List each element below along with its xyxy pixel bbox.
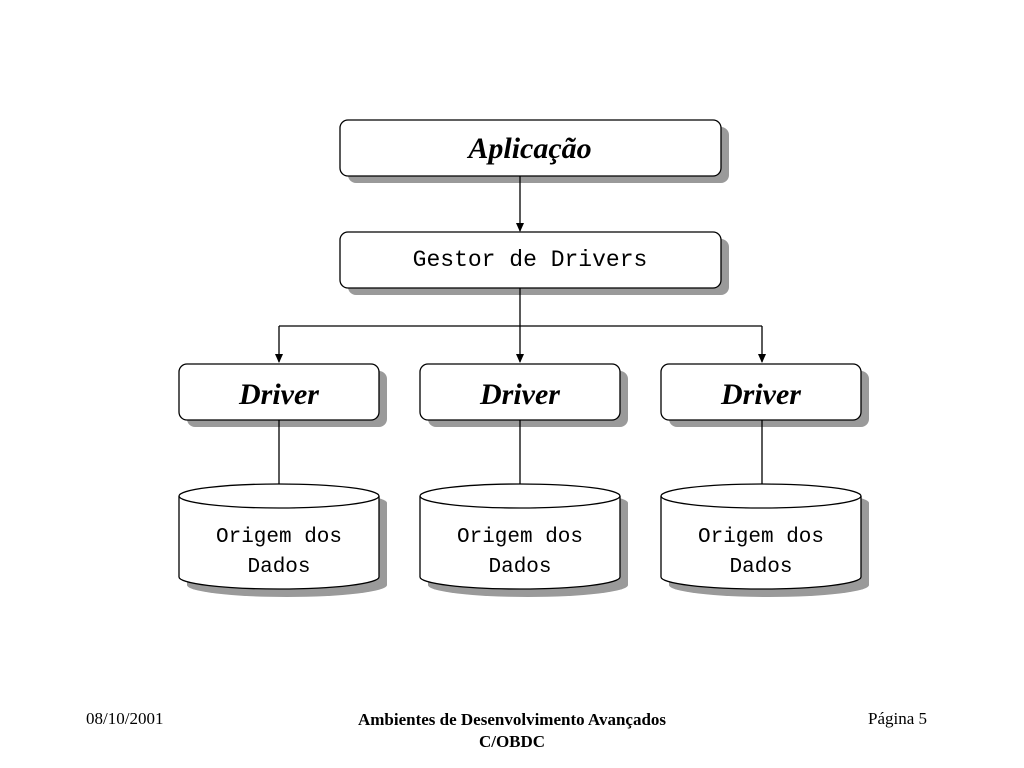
- origem-label-2-line2: Dados: [488, 556, 551, 579]
- driver-node-1: Driver: [178, 363, 387, 427]
- origem-cylinder-2: Origem dos Dados: [419, 483, 628, 597]
- origem-cylinder-3: Origem dos Dados: [660, 483, 869, 597]
- footer-date: 08/10/2001: [86, 709, 164, 728]
- driver-label-2: Driver: [479, 378, 560, 411]
- footer-title-line1: Ambientes de Desenvolvimento Avançados: [357, 710, 667, 729]
- footer-page-number: Página 5: [868, 709, 928, 728]
- origem-label-3-line1: Origem dos: [698, 526, 824, 549]
- origem-label-1-line1: Origem dos: [216, 526, 342, 549]
- footer-title-line2: C/OBDC: [478, 732, 546, 751]
- origem-label-3-line2: Dados: [729, 556, 792, 579]
- driver-node-2: Driver: [419, 363, 628, 427]
- origem-cylinder-1: Origem dos Dados: [178, 483, 387, 597]
- connectors-driver-origem: [275, 420, 766, 495]
- origem-label-1-line2: Dados: [247, 556, 310, 579]
- driver-label-1: Driver: [238, 378, 319, 411]
- aplicacao-label: Aplicação: [466, 132, 591, 165]
- driver-node-3: Driver: [660, 363, 869, 427]
- driver-label-3: Driver: [720, 378, 801, 411]
- aplicacao-node: Aplicação: [339, 119, 729, 183]
- footer-title: Ambientes de Desenvolvimento Avançados C…: [312, 709, 712, 753]
- origem-label-2-line1: Origem dos: [457, 526, 583, 549]
- gestor-label: Gestor de Drivers: [413, 247, 648, 273]
- gestor-node: Gestor de Drivers: [339, 231, 729, 295]
- connectors-gestor-drivers: [275, 288, 766, 363]
